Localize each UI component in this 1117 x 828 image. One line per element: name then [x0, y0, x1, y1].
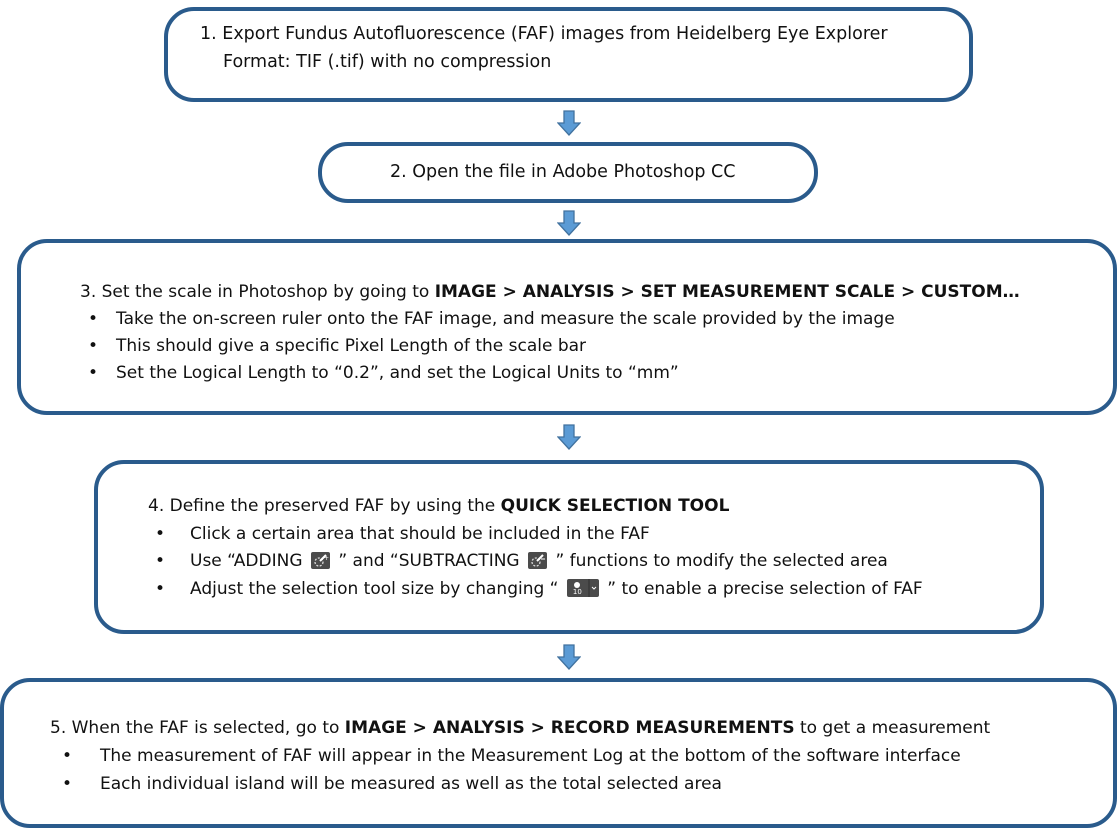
step-1-title: 1. Export Fundus Autofluorescence (FAF) … [200, 24, 888, 44]
step-4-item-2-part-c: ” functions to modify the selected area [555, 551, 888, 571]
brush-size-icon: 10 [566, 579, 599, 597]
down-arrow-icon [557, 110, 581, 136]
subtract-selection-icon [528, 552, 548, 569]
down-arrow-icon [557, 210, 581, 236]
step-4-item-3-part-b: ” to enable a precise selection of FAF [607, 579, 923, 599]
brush-size-value: 10 [572, 588, 582, 596]
step-5-box [0, 678, 1117, 828]
step-2-title: 2. Open the file in Adobe Photoshop CC [390, 162, 736, 182]
step-3-intro: 3. Set the scale in Photoshop by going t… [80, 282, 435, 302]
step-5-intro-end: to get a measurement [794, 718, 991, 738]
step-4-intro: 4. Define the preserved FAF by using the [148, 496, 501, 516]
step-1-box [164, 7, 973, 102]
step-3-item-1: Take the on-screen ruler onto the FAF im… [116, 309, 895, 329]
step-1-format: Format: TIF (.tif) with no compression [223, 52, 552, 72]
step-4-bullet: • [155, 551, 166, 571]
step-5-title: 5. When the FAF is selected, go to IMAGE… [50, 718, 990, 738]
step-4-tool-name: QUICK SELECTION TOOL [500, 496, 730, 516]
step-4-item-2-part-b: ” and “SUBTRACTING [338, 551, 520, 571]
step-4-item-2: Use “ADDING + ” and “SUBTRACTING ” funct… [190, 551, 888, 571]
step-3-title: 3. Set the scale in Photoshop by going t… [80, 282, 1020, 302]
step-4-item-2-part-a: Use “ADDING [190, 551, 303, 571]
down-arrow-icon [557, 644, 581, 670]
step-4-title: 4. Define the preserved FAF by using the… [148, 496, 729, 516]
step-3-item-3: Set the Logical Length to “0.2”, and set… [116, 363, 679, 383]
step-3-item-2: This should give a specific Pixel Length… [116, 336, 587, 356]
step-5-item-2: Each individual island will be measured … [100, 774, 722, 794]
step-4-bullet: • [155, 524, 166, 544]
svg-text:+: + [324, 555, 329, 562]
step-5-bullet: • [62, 774, 73, 794]
step-4-item-3-part-a: Adjust the selection tool size by changi… [190, 579, 559, 599]
step-5-intro: 5. When the FAF is selected, go to [50, 718, 345, 738]
down-arrow-icon [557, 424, 581, 450]
add-selection-icon: + [310, 552, 330, 569]
step-4-bullet: • [155, 579, 166, 599]
step-4-item-3: Adjust the selection tool size by changi… [190, 579, 923, 599]
step-5-menu-path: IMAGE > ANALYSIS > RECORD MEASUREMENTS [344, 718, 795, 738]
step-3-box [17, 239, 1117, 415]
step-5-item-1: The measurement of FAF will appear in th… [100, 746, 961, 766]
step-4-box [94, 460, 1044, 634]
step-5-bullet: • [62, 746, 73, 766]
step-4-item-1: Click a certain area that should be incl… [190, 524, 650, 544]
step-3-menu-path: IMAGE > ANALYSIS > SET MEASUREMENT SCALE… [434, 282, 1020, 302]
step-3-bullet: • [88, 309, 99, 329]
step-2-box [318, 142, 818, 203]
step-3-bullet: • [88, 336, 99, 356]
step-3-bullet: • [88, 363, 99, 383]
